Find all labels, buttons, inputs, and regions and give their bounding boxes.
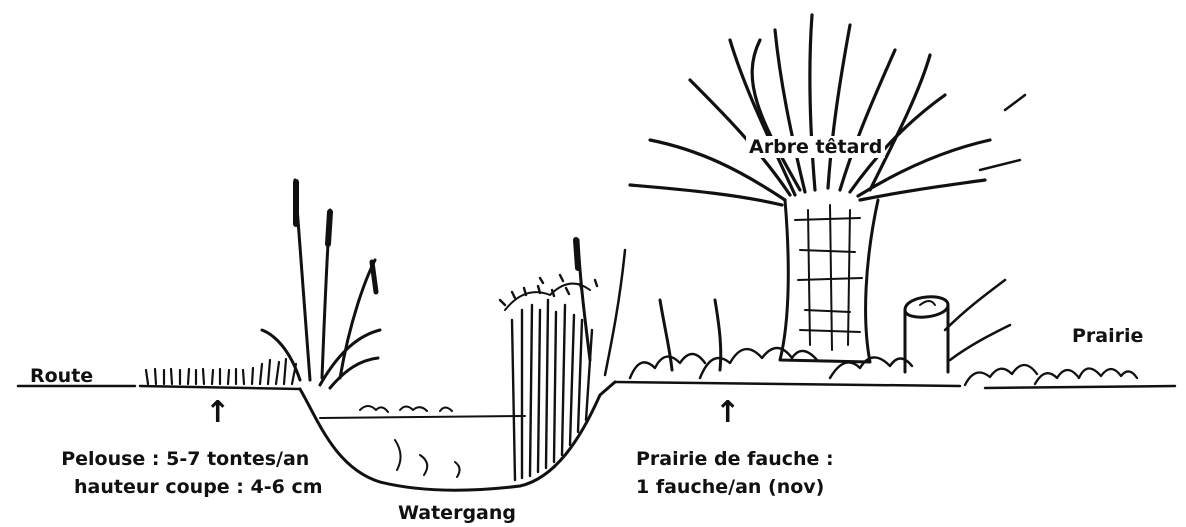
ditch-profile	[300, 382, 615, 490]
meadow-caption: Prairie de fauche : 1 fauche/an (nov)	[636, 446, 834, 501]
ditch-reeds	[500, 240, 625, 480]
pollard-branches	[630, 15, 1025, 205]
prairie-grass	[965, 365, 1137, 385]
route-label: Route	[30, 363, 93, 391]
ground-far-right	[985, 386, 1175, 388]
ground-left	[140, 386, 300, 389]
pollard-tree-label: Arbre têtard	[746, 134, 885, 162]
meadow-caption-line2: 1 fauche/an (nov)	[636, 474, 834, 502]
lawn-arrow-icon: ↑	[205, 398, 230, 428]
prairie-label: Prairie	[1072, 323, 1143, 351]
lawn-grass	[146, 359, 296, 384]
lawn-caption-line1: Pelouse : 5-7 tontes/an	[48, 446, 323, 474]
pollard-tree-label-text: Arbre têtard	[746, 136, 885, 158]
left-reeds	[262, 180, 380, 388]
pollard-trunk	[780, 200, 878, 362]
stump	[905, 280, 1010, 372]
ground-right	[615, 382, 960, 386]
lawn-caption: Pelouse : 5-7 tontes/an hauteur coupe : …	[48, 446, 323, 501]
meadow-caption-line1: Prairie de fauche :	[636, 446, 834, 474]
watergang-label: Watergang	[398, 500, 516, 527]
meadow-arrow-icon: ↑	[715, 398, 740, 428]
water-line	[320, 416, 525, 418]
lawn-caption-line2: hauteur coupe : 4-6 cm	[48, 474, 323, 502]
meadow-shrubs	[630, 300, 912, 378]
